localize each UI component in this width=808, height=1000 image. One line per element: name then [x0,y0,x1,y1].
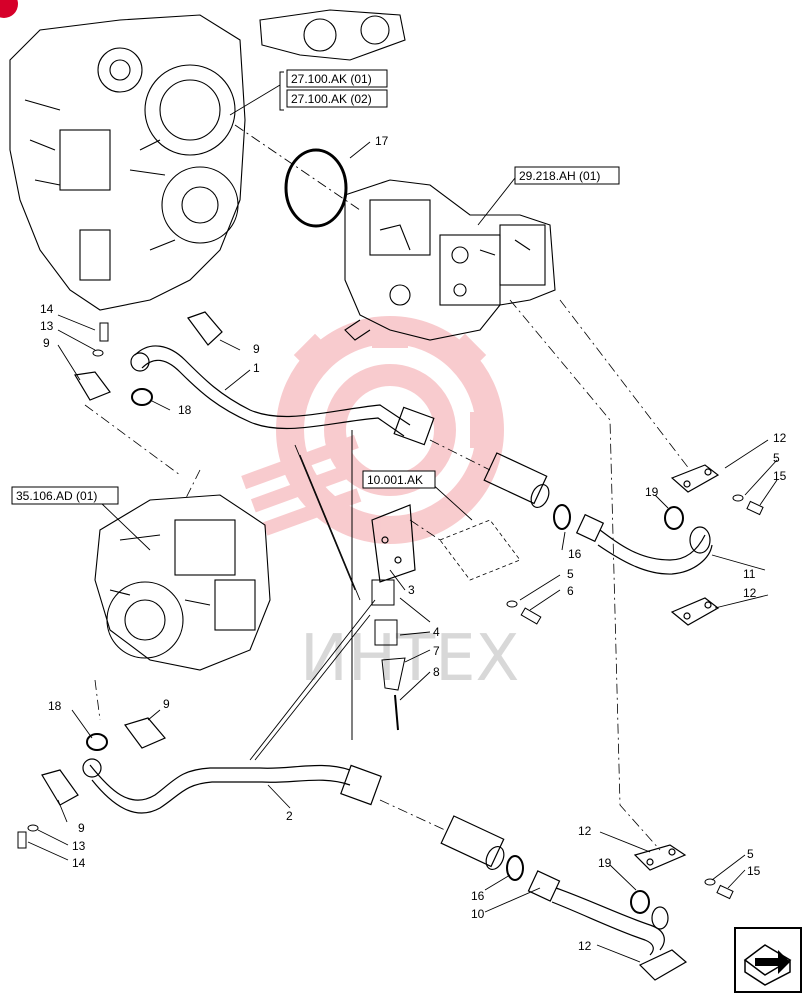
callout-3: 3 [408,583,415,597]
callout-9-a: 9 [43,336,50,350]
callout-6: 6 [567,584,574,598]
bracket-3 [371,504,416,583]
callout-15-upper: 15 [773,469,787,483]
callout-9-b: 9 [253,342,260,356]
callout-5-lower: 5 [747,847,754,861]
callout-1: 1 [253,361,260,375]
hose-fitting-upper [483,452,550,508]
callout-12-b: 12 [743,586,757,600]
o-ring-19-upper [664,506,684,530]
callout-18-upper: 18 [178,403,192,417]
pipe-1 [130,345,435,446]
ref-35-106-ad-01[interactable]: 35.106.AD (01) [16,489,97,503]
o-ring-18a [131,388,153,406]
washer-5c [704,878,716,886]
callout-4: 4 [433,625,440,639]
clamp-9c [124,717,166,749]
callout-12-c: 12 [578,824,592,838]
callout-8: 8 [433,665,440,679]
o-ring-16-lower [506,855,524,881]
ref-10-001-ak[interactable]: 10.001.AK [367,473,423,487]
callout-14-upper: 14 [40,302,54,316]
callout-9-d: 9 [78,821,85,835]
pipe-10 [527,870,669,956]
callout-5-mid: 5 [567,567,574,581]
bolt-8 [394,694,399,731]
ref-box-27-100-ak-02[interactable] [286,89,388,108]
callout-7: 7 [433,644,440,658]
ref-27-100-ak-01[interactable]: 27.100.AK (01) [291,72,372,86]
callout-2: 2 [286,809,293,823]
clamp-9d [41,769,79,806]
ref-27-100-ak-02[interactable]: 27.100.AK (02) [291,92,372,106]
bolt-14b [17,831,27,849]
clamp-12c [633,844,687,871]
callout-11: 11 [743,567,756,581]
bolt-15b [716,884,734,900]
bolt-14a [99,322,109,342]
block-4b [374,619,398,646]
ref-29-218-ah-01[interactable]: 29.218.AH (01) [519,169,600,183]
watermark-text: ИНТЕХ [300,622,519,696]
plate-7 [381,657,406,691]
washer-13b [27,824,39,832]
pipe-2 [82,758,382,814]
callout-13-lower: 13 [72,839,86,853]
watermark-logo-icon [241,316,504,544]
callout-13-upper: 13 [40,319,54,333]
washer-5b [506,600,518,608]
clamp-12a [670,464,720,493]
o-ring-17 [284,148,348,228]
callout-9-c: 9 [163,697,170,711]
ref-box-10-001-ak[interactable] [362,470,436,489]
next-page-arrow-icon[interactable] [734,927,802,993]
bracket-ghost [439,519,521,581]
callout-16-lower: 16 [471,889,485,903]
callout-17: 17 [375,134,389,148]
clamp-12d [638,949,688,981]
callout-15-lower: 15 [747,864,761,878]
centerline [234,124,361,211]
callout-10: 10 [471,907,485,921]
clamp-9a [74,371,111,401]
callout-19-lower: 19 [598,856,612,870]
corner-badge-icon [0,0,18,18]
callout-12-a: 12 [773,431,787,445]
assembly-centerlines [84,299,691,851]
bolt-6 [520,607,542,625]
ref-box-27-100-ak-01[interactable] [286,69,388,88]
clamp-9b [187,311,223,346]
callout-18-lower: 18 [48,699,62,713]
clamp-12b [670,597,720,626]
o-ring-19-lower [630,890,650,914]
leader-lines [27,84,778,963]
callout-14-lower: 14 [72,856,86,870]
callout-16-upper: 16 [568,547,582,561]
pipe-11 [575,513,713,575]
block-4a [371,579,395,606]
callout-5-upper: 5 [773,451,780,465]
hydraulic-pump [344,179,556,341]
bolt-15a [746,500,764,516]
hose-fitting-lower [440,815,505,870]
transmission-housing [9,9,406,311]
ref-box-29-218-ah-01[interactable] [514,166,620,185]
hydraulic-pump-lower [94,494,271,671]
o-ring-18b [86,733,108,751]
callout-12-d: 12 [578,939,592,953]
washer-5a [732,494,744,502]
callout-19-upper: 19 [645,485,659,499]
o-ring-16-upper [553,504,571,530]
washer-13a [92,349,104,357]
ref-box-35-106-ad-01[interactable] [11,486,119,505]
